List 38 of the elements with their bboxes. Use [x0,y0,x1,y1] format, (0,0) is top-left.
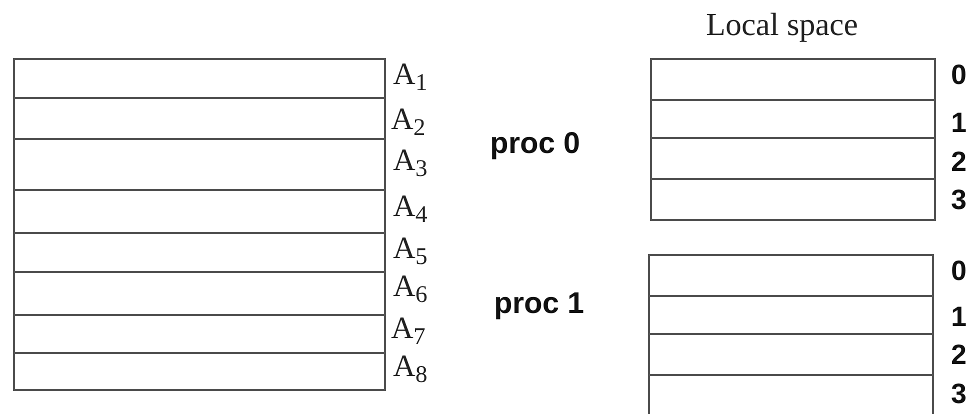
array-row [13,138,386,189]
array-row [13,352,386,391]
element-label: A$_{6}$ [393,270,428,302]
array-row [650,178,936,221]
index-label: 3 [951,185,967,215]
process-label: proc 0 [490,126,580,162]
element-label: A$_{4}$ [393,190,428,222]
array-row [648,295,934,333]
index-label: 2 [951,340,967,370]
element-label: A$_{7}$ [391,312,426,344]
array-row [13,314,386,352]
array-row [13,97,386,138]
array-row [650,58,936,99]
index-label: 1 [951,302,967,332]
array-row [13,271,386,314]
array-row [13,58,386,97]
element-label: A$_{2}$ [391,103,426,135]
process-label: proc 1 [494,286,584,322]
array-row [648,374,934,414]
element-label: A$_{3}$ [393,144,428,176]
index-label: 0 [951,60,967,90]
array-row [650,137,936,178]
array-row [650,99,936,137]
array-box [648,254,934,414]
index-label: 1 [951,108,967,138]
array-row [13,232,386,271]
element-label: A$_{8}$ [393,350,428,382]
element-label: A$_{5}$ [393,232,428,264]
index-label: 2 [951,147,967,177]
index-label: 3 [951,379,967,409]
array-row [13,189,386,232]
array-box [13,58,386,391]
index-label: 0 [951,256,967,286]
array-box [650,58,936,221]
array-row [648,333,934,374]
array-row [648,254,934,295]
heading-label: Local space [706,5,858,44]
element-label: A$_{1}$ [393,58,428,90]
